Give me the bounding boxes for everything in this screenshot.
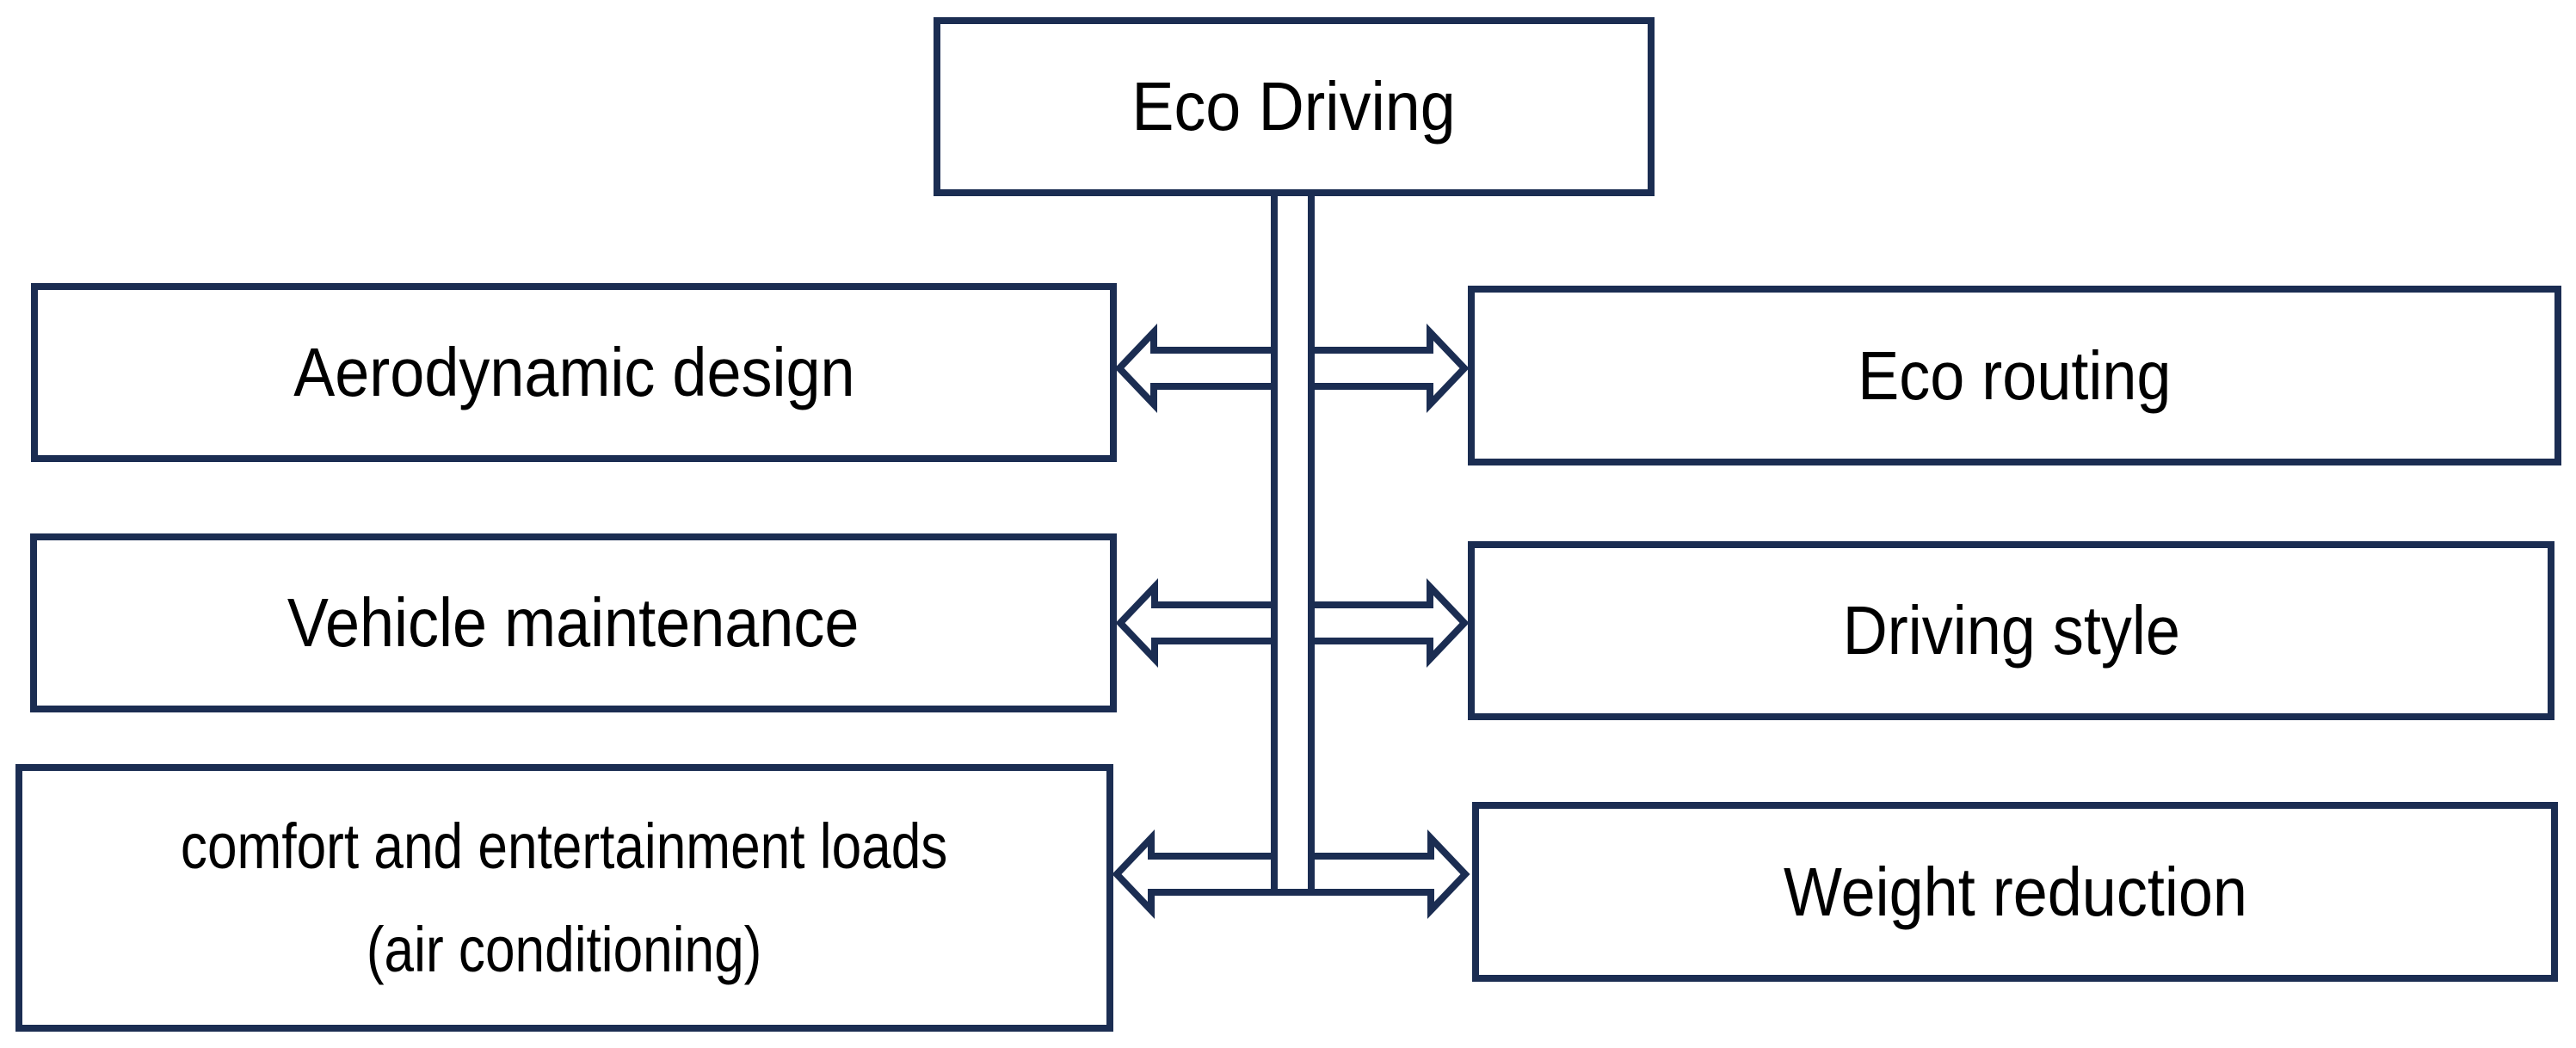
node-label: Eco routing [1858,336,2172,414]
node-label: Driving style [1842,592,2180,669]
root-node-label: Eco Driving [1131,68,1457,145]
node-eco-routing: Eco routing [1468,286,2561,465]
arrow-to-weight-reduction-icon [1308,829,1470,919]
node-label-line-1: comfort and entertainment loads [181,810,948,882]
node-aerodynamic-design: Aerodynamic design [31,283,1117,462]
arrow-to-vehicle-maintenance-icon [1115,578,1278,668]
node-label: Aerodynamic design [293,334,855,410]
central-trunk-bar [1271,169,1315,896]
arrow-to-driving-style-icon [1308,578,1470,668]
arrow-to-comfort-loads-icon [1112,829,1278,919]
node-label-line-2: (air conditioning) [367,913,762,985]
node-label: comfort and entertainment loads (air con… [181,795,947,1002]
arrow-to-eco-routing-icon [1308,324,1470,413]
root-node-eco-driving: Eco Driving [934,17,1655,196]
node-driving-style: Driving style [1468,541,2554,720]
node-label: Vehicle maintenance [287,584,860,661]
arrow-to-aerodynamic-design-icon [1114,324,1278,413]
node-comfort-entertainment-loads: comfort and entertainment loads (air con… [15,764,1113,1032]
node-vehicle-maintenance: Vehicle maintenance [30,533,1117,712]
node-label: Weight reduction [1783,853,2247,930]
node-weight-reduction: Weight reduction [1472,802,2558,982]
